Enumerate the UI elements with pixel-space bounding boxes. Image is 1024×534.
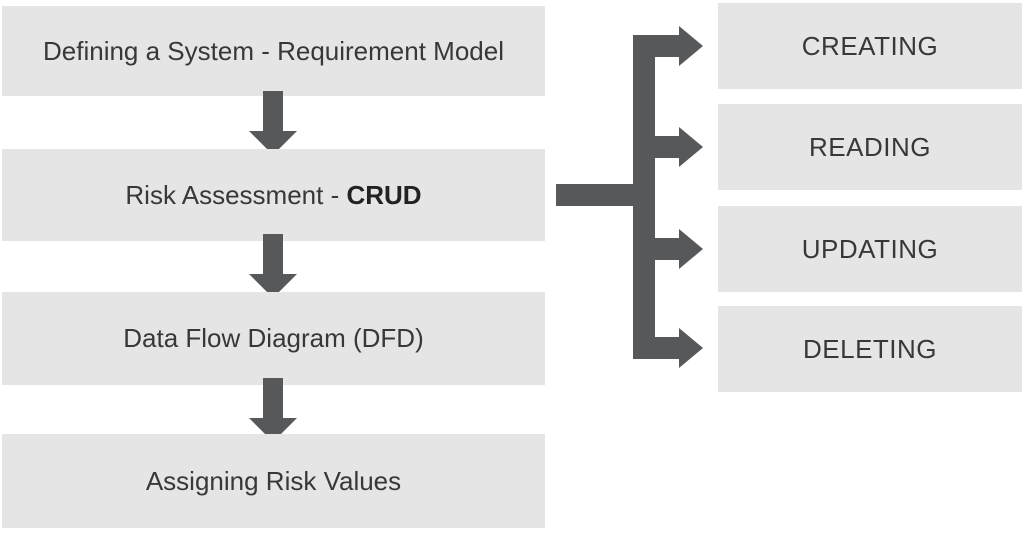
operation-label: UPDATING <box>801 233 939 264</box>
down-arrow-shaft <box>263 234 283 274</box>
right-arrow-shaft <box>633 136 679 158</box>
down-arrow-icon <box>249 378 297 442</box>
operation-box-updating: UPDATING <box>718 206 1022 292</box>
step-label: Data Flow Diagram (DFD) <box>123 323 424 354</box>
down-arrow-icon <box>249 234 297 298</box>
step-label: Defining a System - Requirement Model <box>43 36 504 67</box>
step-label: Risk Assessment - CRUD <box>125 180 421 211</box>
down-arrow-shaft <box>263 91 283 131</box>
step-box-data-flow-diagram: Data Flow Diagram (DFD) <box>2 292 545 385</box>
right-arrow-shaft <box>633 35 679 57</box>
operation-box-reading: READING <box>718 104 1022 190</box>
step-box-risk-assessment: Risk Assessment - CRUD <box>2 149 545 241</box>
right-arrow-head <box>679 127 703 167</box>
connector-trunk <box>633 35 655 359</box>
step-label-text: Data Flow Diagram (DFD) <box>123 323 424 353</box>
step-label-bold: CRUD <box>346 179 422 210</box>
operation-box-deleting: DELETING <box>718 306 1022 392</box>
right-arrow-head <box>679 328 703 368</box>
operation-label: CREATING <box>801 30 939 61</box>
operation-label: DELETING <box>802 333 938 364</box>
operation-label: READING <box>809 131 931 162</box>
step-label-text: Risk Assessment - <box>125 179 347 210</box>
step-label-text: Assigning Risk Values <box>145 465 402 496</box>
right-arrow-icon <box>633 229 703 269</box>
right-arrow-icon <box>633 328 703 368</box>
down-arrow-shaft <box>263 378 283 418</box>
right-arrow-shaft <box>633 337 679 359</box>
step-box-assigning-risk-values: Assigning Risk Values <box>2 434 545 528</box>
step-label: Assigning Risk Values <box>146 466 401 497</box>
right-arrow-icon <box>633 26 703 66</box>
right-arrow-head <box>679 26 703 66</box>
right-arrow-head <box>679 229 703 269</box>
down-arrow-icon <box>249 91 297 155</box>
connector-stub <box>556 184 655 206</box>
right-arrow-shaft <box>633 238 679 260</box>
right-arrow-icon <box>633 127 703 167</box>
step-label-text: Defining a System - Requirement Model <box>43 35 504 66</box>
operation-box-creating: CREATING <box>718 3 1022 89</box>
step-box-requirement-model: Defining a System - Requirement Model <box>2 6 545 96</box>
